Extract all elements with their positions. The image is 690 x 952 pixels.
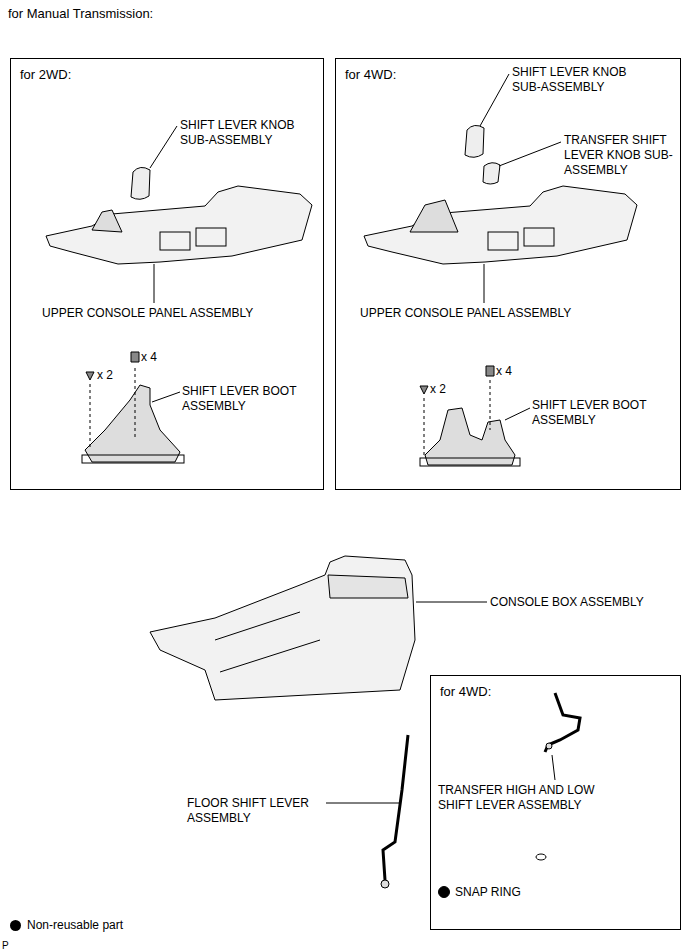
bolt-icon (131, 352, 139, 362)
boot-drawing (85, 385, 180, 462)
console-detail (215, 612, 320, 672)
leader-line (480, 74, 509, 126)
leader-line (326, 803, 399, 804)
part-name: SHIFT LEVER KNOB SUB-ASSEMBLY (180, 118, 320, 148)
leader-line (150, 126, 177, 168)
non-reusable-mark (439, 887, 450, 898)
clip-icon (420, 386, 428, 394)
part-name: UPPER CONSOLE PANEL ASSEMBLY (360, 306, 630, 321)
quantity-label: x 2 (97, 368, 113, 383)
part-name: FLOOR SHIFT LEVER ASSEMBLY (187, 796, 327, 826)
armrest-drawing (328, 575, 408, 598)
cup-drawing (196, 228, 226, 246)
leader-line (154, 264, 155, 303)
boot-drawing (425, 408, 515, 465)
part-name: SHIFT LEVER BOOT ASSEMBLY (182, 384, 317, 414)
dashed-line (424, 398, 425, 455)
boot-drawing (410, 200, 458, 232)
group-box: for 4WD: (335, 58, 681, 490)
console-panel-drawing (46, 186, 312, 264)
part-name: TRANSFER SHIFT LEVER KNOB SUB-ASSEMBLY (564, 133, 676, 178)
part-name: SNAP RING (455, 885, 521, 900)
knob-drawing (483, 163, 500, 184)
group-heading: for 4WD: (440, 684, 491, 700)
lever-end (381, 880, 389, 888)
part-name: CONSOLE BOX ASSEMBLY (490, 595, 644, 610)
part-name: SHIFT LEVER KNOB SUB-ASSEMBLY (512, 65, 652, 95)
snap-ring-drawing (536, 854, 546, 860)
quantity-label: x 4 (141, 350, 157, 365)
plate-drawing (82, 455, 184, 463)
figure-code: P (2, 938, 9, 952)
diagram-title: for Manual Transmission: (8, 6, 153, 21)
cup-drawing (160, 232, 190, 250)
part-name: TRANSFER HIGH AND LOW SHIFT LEVER ASSEMB… (438, 783, 620, 813)
plate-drawing (420, 458, 520, 466)
part-name: SHIFT LEVER BOOT ASSEMBLY (532, 398, 672, 428)
cup-drawing (524, 228, 554, 246)
console-box-drawing (150, 556, 415, 700)
knob-drawing (131, 167, 150, 199)
leader-line (499, 142, 561, 166)
dashed-line (490, 380, 491, 430)
lever-drawing (383, 735, 408, 880)
quantity-label: x 2 (430, 382, 446, 397)
lever-drawing (545, 693, 580, 752)
leader-line (152, 392, 180, 402)
boot-drawing (92, 210, 122, 232)
dashed-line (90, 384, 91, 450)
legend-text: Non-reusable part (27, 918, 123, 933)
clip-icon (86, 372, 94, 380)
lever-joint (546, 743, 552, 749)
console-panel-drawing (364, 186, 637, 264)
dashed-line (135, 368, 136, 440)
bolt-icon (486, 366, 494, 376)
leader-line (505, 408, 530, 420)
leader-line (416, 602, 487, 603)
cup-drawing (488, 232, 518, 250)
leader-line (552, 755, 555, 780)
quantity-label: x 4 (496, 364, 512, 379)
knob-drawing (465, 125, 484, 157)
group-heading: for 2WD: (20, 67, 71, 83)
part-name: UPPER CONSOLE PANEL ASSEMBLY (42, 306, 312, 321)
legend-dot (10, 920, 21, 931)
leader-line (484, 264, 485, 303)
group-heading: for 4WD: (345, 67, 396, 83)
